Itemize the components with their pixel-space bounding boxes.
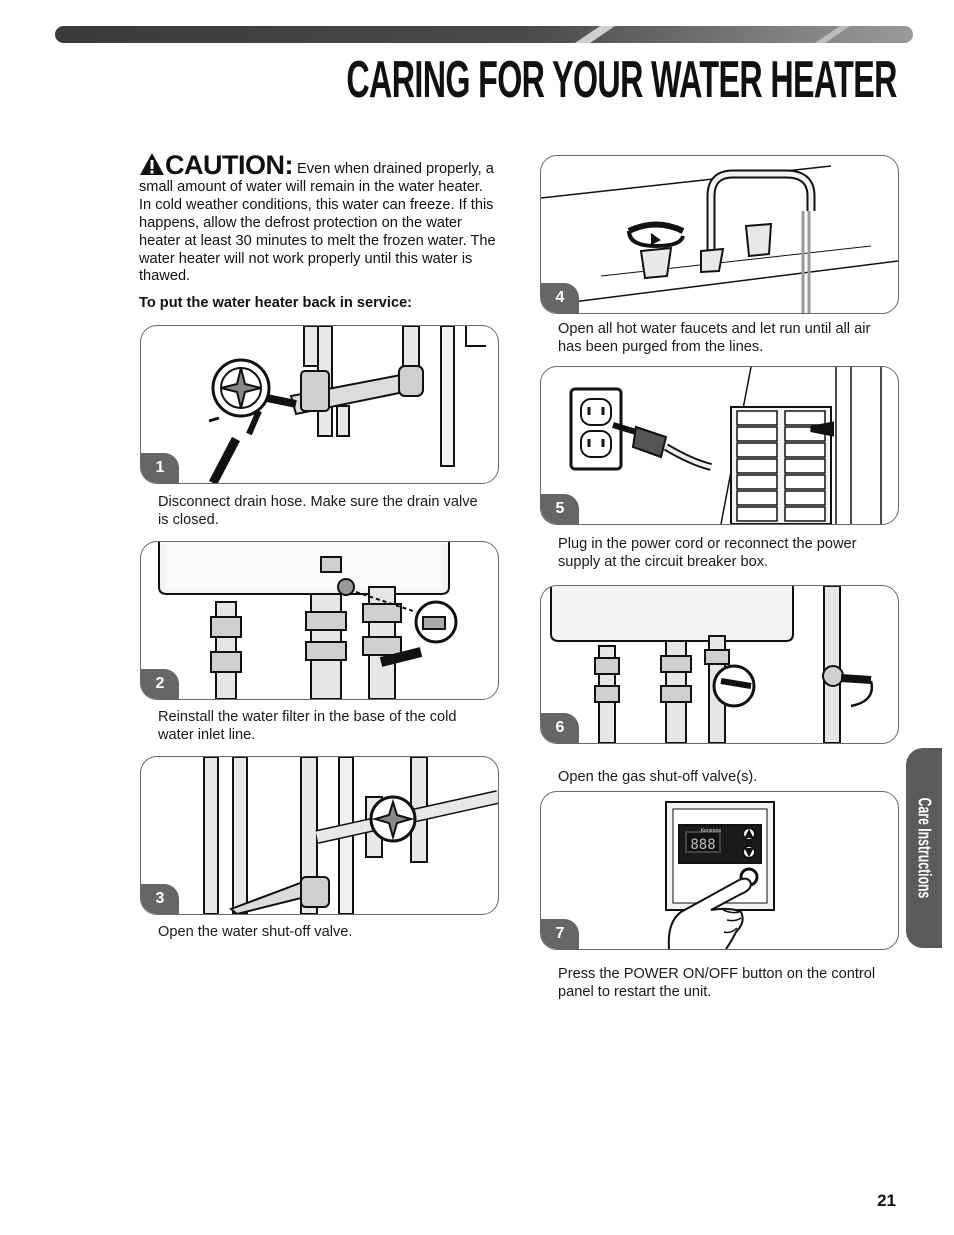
warning-icon — [140, 153, 164, 175]
step-6-badge: 6 — [541, 713, 579, 743]
step-2-illustration: 2 — [140, 541, 499, 700]
step-4-illustration: 4 — [540, 155, 899, 314]
drain-valve-illustration — [208, 326, 486, 483]
step-3-caption: Open the water shut-off valve. — [158, 924, 353, 940]
step-6-illustration: 6 — [540, 585, 899, 744]
caution-text: Even when drained properly, a small amou… — [139, 161, 496, 285]
step-7-caption: Press the POWER ON/OFF button on the con… — [558, 966, 876, 1000]
outlet-breaker-illustration — [569, 367, 882, 524]
gas-valve-illustration — [550, 586, 874, 743]
section-tab[interactable]: Care Instructions — [906, 748, 942, 948]
step-1-illustration: 1 — [140, 325, 499, 484]
water-filter-illustration — [158, 542, 458, 699]
step-1-caption: Disconnect drain hose. Make sure the dra… — [158, 494, 478, 528]
step-1-badge: 1 — [141, 453, 179, 483]
step-6-caption: Open the gas shut-off valve(s). — [558, 769, 758, 785]
step-4-badge: 4 — [541, 283, 579, 313]
page-title: CARING FOR YOUR WATER HEATER — [346, 51, 898, 109]
step-7-badge: 7 — [541, 919, 579, 949]
caution-label: CAUTION: — [165, 150, 293, 180]
caution-block: CAUTION: Even when drained properly, a s… — [139, 152, 499, 286]
step-3-illustration: 3 — [140, 756, 499, 915]
faucet-illustration — [541, 165, 898, 313]
step-5-caption: Plug in the power cord or reconnect the … — [558, 536, 857, 570]
step-2-badge: 2 — [141, 669, 179, 699]
panel-display: 888 — [690, 837, 715, 853]
step-3-badge: 3 — [141, 884, 179, 914]
header-bar — [55, 26, 913, 43]
step-7-illustration: 888 Kenmore 7 — [540, 791, 899, 950]
step-5-badge: 5 — [541, 494, 579, 524]
section-tab-label: Care Instructions — [914, 797, 935, 899]
shut-off-valve-illustration — [203, 757, 498, 914]
page-number: 21 — [877, 1191, 896, 1210]
panel-brand: Kenmore — [701, 828, 722, 834]
step-4-caption: Open all hot water faucets and let run u… — [558, 321, 871, 355]
step-2-caption: Reinstall the water filter in the base o… — [158, 709, 457, 743]
service-heading: To put the water heater back in service: — [139, 295, 413, 311]
step-5-illustration: 5 — [540, 366, 899, 525]
control-panel-illustration: 888 Kenmore — [665, 801, 775, 949]
